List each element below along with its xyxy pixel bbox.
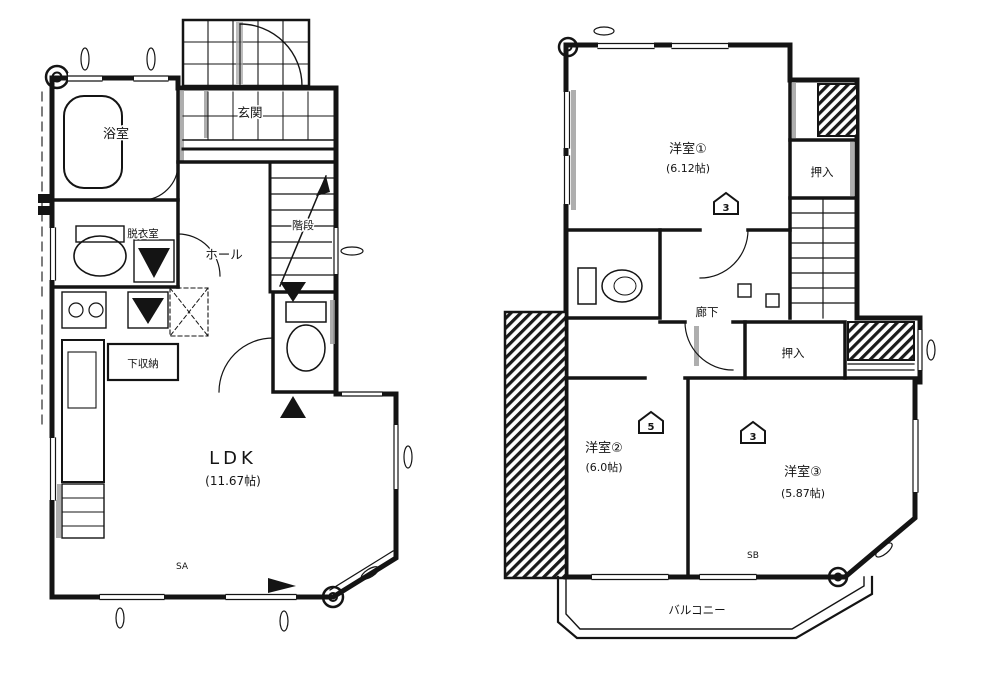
bathroom-label: 浴室 [103,126,129,142]
wall-shadows [571,82,855,366]
alarm-marker-icon [638,191,766,444]
window-lens-icon [926,339,936,361]
alarm-marker-1-value: 3 [723,203,730,214]
wall-shadows [56,90,335,538]
bath-windows [67,47,169,83]
toilet-room-2f [564,228,662,320]
ldk-size-label: (11.67帖) [205,473,261,488]
bedroom1-door-arc [699,229,749,279]
floor-hatch-box [169,287,209,337]
entrance-porch-tiles [181,18,311,88]
corner-post-icon [321,585,345,609]
entrance-label: 玄関 [237,105,262,120]
alarm-marker-2-value: 5 [648,422,655,433]
sash-mark-sb: SB [747,551,759,561]
stairs-label: 階段 [292,218,314,232]
window-lens-icon [593,26,615,36]
corridor-walls [658,320,747,371]
closet-mid-label: 押入 [782,346,805,360]
stairs-2f [737,197,858,319]
bedroom1-wall-door [564,228,792,279]
marker-box-icon [737,283,752,298]
laundry-pan-icon [133,239,175,283]
entrance-door-arc [239,23,303,87]
alarm-marker-3-value: 3 [750,432,757,443]
laundry-drain-icon [138,248,170,278]
corridor-label: 廊下 [696,305,719,319]
vent-triangle-icon [280,282,306,302]
north-triangle-icon [268,578,296,593]
window-lens-icon [115,607,125,629]
stove-icon [61,291,107,329]
washroom-label: 脱衣室 [127,227,159,240]
floor1-plan [38,18,413,632]
meter-box-icon [38,194,50,215]
window-lens-icon [80,47,90,71]
toilet-tank-icon [285,301,327,323]
balcony-outline [556,575,874,640]
window-lens-icon [279,610,289,632]
sink-pan-icon [127,291,169,329]
stairs-arrowhead-icon [316,176,330,196]
vent-triangle-icon [280,396,306,418]
corner-post-icon [827,566,849,588]
toilet-door-arc [218,337,274,393]
balcony-label: バルコニー [668,603,725,617]
kitchen [61,287,209,539]
window-lens-icon [340,246,364,256]
bathroom [50,86,180,289]
washroom [50,225,180,289]
bath-door-arc [141,163,179,201]
shelf-icon [61,483,105,539]
floor1-windows [48,227,413,632]
floor2-outer-wall [563,42,923,580]
toilet-bowl-icon [286,324,326,372]
under-floor-storage-box [106,342,180,382]
sash-mark-sa: SA [176,562,189,572]
window-lens-icon [403,445,413,469]
closet-top-label: 押入 [811,165,834,179]
window-lens-icon [360,566,380,580]
lower-roof-hatch [503,310,568,580]
hall-label: ホール [205,247,243,262]
sink-drain-icon [132,298,164,324]
bedroom1-size-label: (6.12帖) [666,162,710,175]
bedroom2-size-label: (6.0帖) [585,461,622,474]
closet-mid [743,320,915,380]
bedroom-walls [564,376,918,579]
floor2-windows [562,26,936,581]
corridor-door-arc [684,321,734,371]
washbasin-icon [73,235,127,277]
washroom-door-arc [177,233,221,277]
bedroom2-label: 洋室② [585,440,623,456]
toilet-bowl-icon [601,269,643,303]
floor2-plan [503,26,936,640]
bedroom3-size-label: (5.87帖) [781,487,825,500]
corner-post-icon [557,36,579,58]
toilet-tank-icon [577,267,597,305]
bedroom1-label: 洋室① [669,141,707,157]
window-lens-icon [875,542,893,558]
window-lens-icon [146,47,156,71]
bathtub-icon [63,95,123,189]
ldk-label: LDK [209,448,257,469]
vanity-counter-icon [75,225,125,243]
kitchen-counter-icon [61,339,105,483]
toilet-room-1f [218,282,338,418]
entrance-hall [181,91,336,151]
bedroom3-label: 洋室③ [784,464,822,480]
marker-box-icon [765,293,780,308]
floor-storage-label: 下収納 [127,357,159,370]
